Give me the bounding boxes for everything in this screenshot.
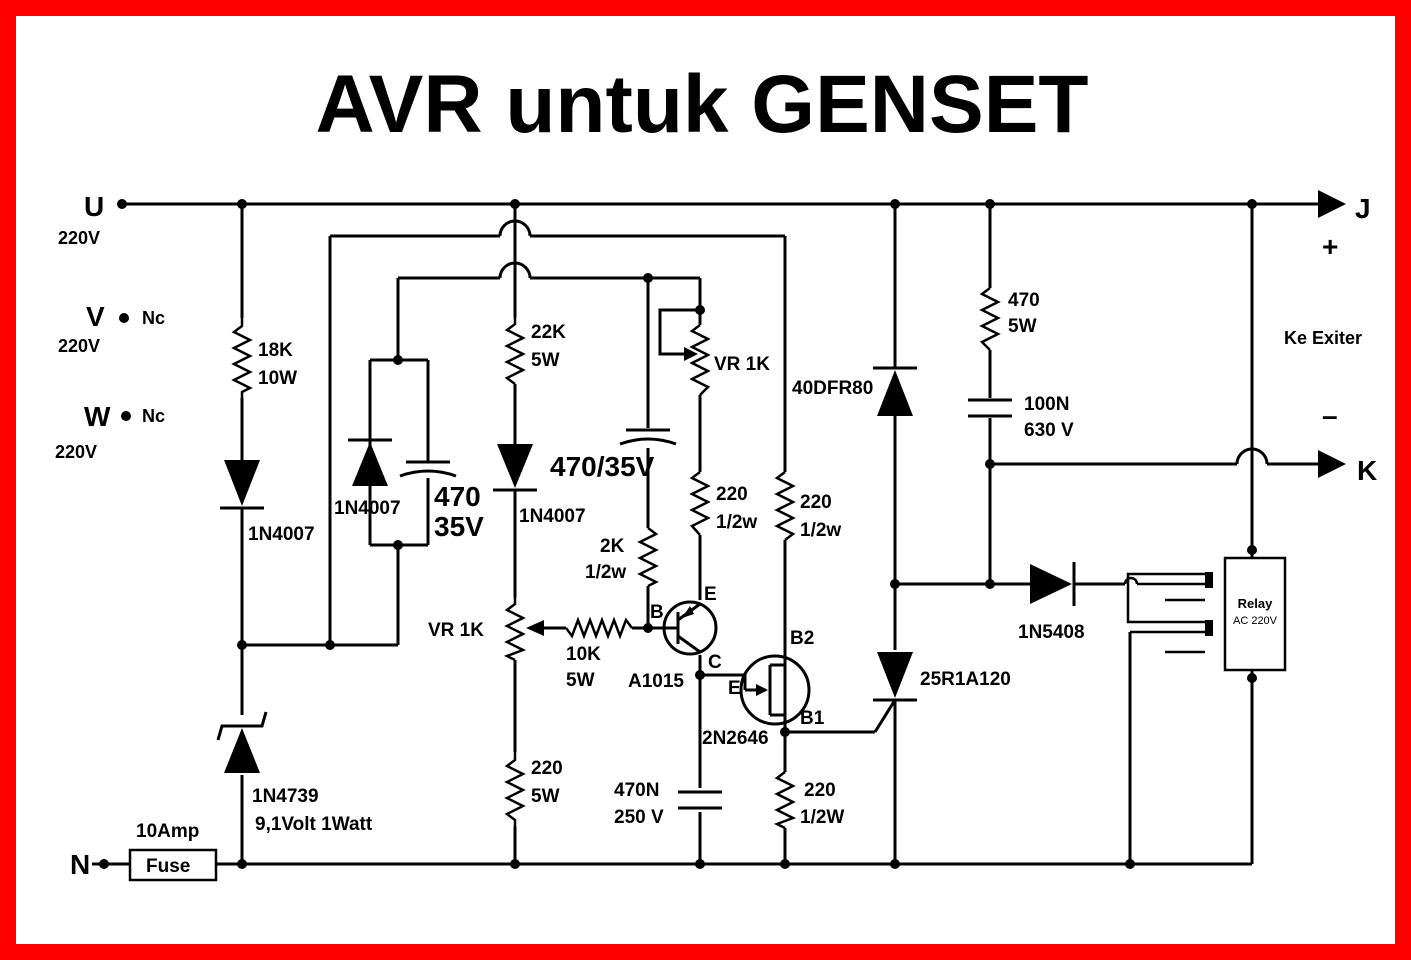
terminal-plus: + bbox=[1322, 231, 1338, 262]
resistor-18k bbox=[231, 318, 253, 398]
terminal-v-volt: 220V bbox=[58, 336, 100, 356]
c100n-volt: 630 V bbox=[1024, 420, 1074, 441]
resistor-2k bbox=[637, 527, 659, 588]
terminal-j: J bbox=[1355, 193, 1371, 224]
fuse-rating: 10Amp bbox=[136, 821, 199, 842]
r22k-power: 5W bbox=[531, 350, 560, 371]
r220b-value: 220 bbox=[800, 492, 832, 513]
zener-label: 1N4739 bbox=[252, 786, 319, 807]
r220c-value: 220 bbox=[804, 780, 836, 801]
c470n-value: 470N bbox=[614, 780, 659, 801]
r470-power: 5W bbox=[1008, 316, 1037, 337]
zener-spec: 9,1Volt 1Watt bbox=[255, 814, 373, 835]
resistor-220b bbox=[774, 471, 796, 541]
c470-volt: 35V bbox=[434, 511, 484, 542]
d5408-label: 1N5408 bbox=[1018, 622, 1085, 643]
d2-label: 1N4007 bbox=[334, 498, 401, 519]
relay-title: Relay bbox=[1238, 596, 1273, 611]
resistor-220a bbox=[689, 471, 711, 536]
cap-470-35v bbox=[399, 450, 457, 478]
wires bbox=[92, 202, 1322, 866]
r2k-power: 1/2w bbox=[585, 562, 626, 583]
terminal-w-nc: Nc bbox=[142, 406, 165, 426]
d1-label: 1N4007 bbox=[248, 524, 315, 545]
ujt-2n2646 bbox=[739, 650, 811, 732]
fuse bbox=[128, 848, 218, 882]
diode-1n4007-c bbox=[493, 444, 537, 492]
c470-35v-label: 470/35V bbox=[550, 451, 655, 482]
terminal-v: V bbox=[86, 301, 105, 332]
d40-label: 40DFR80 bbox=[792, 378, 873, 399]
arrow-j bbox=[1318, 190, 1346, 218]
fuse-label: Fuse bbox=[146, 856, 190, 877]
vr1k-top bbox=[684, 324, 711, 396]
resistor-220-5w bbox=[504, 752, 526, 826]
ujt-label: 2N2646 bbox=[702, 728, 769, 749]
page-title: AVR untuk GENSET bbox=[316, 59, 1089, 150]
c470n-volt: 250 V bbox=[614, 807, 664, 828]
resistor-470 bbox=[979, 287, 1001, 351]
junction-dots bbox=[99, 199, 1257, 869]
terminal-u-volt: 220V bbox=[58, 228, 100, 248]
r220c-power: 1/2W bbox=[800, 807, 844, 828]
r22k-value: 22K bbox=[531, 322, 566, 343]
q1-label: A1015 bbox=[628, 671, 684, 692]
diode-1n4007-b bbox=[348, 438, 392, 486]
ujt-e: E bbox=[728, 678, 741, 699]
diode-1n4007-a bbox=[220, 460, 264, 510]
terminal-w: W bbox=[84, 401, 111, 432]
arrow-k bbox=[1318, 450, 1346, 478]
c100n-value: 100N bbox=[1024, 394, 1069, 415]
resistor-10k bbox=[526, 616, 633, 640]
r470-value: 470 bbox=[1008, 290, 1040, 311]
terminal-v-nc: Nc bbox=[142, 308, 165, 328]
diode-40dfr80 bbox=[873, 366, 917, 416]
terminal-w-volt: 220V bbox=[55, 442, 97, 462]
terminal-u: U bbox=[84, 191, 104, 222]
resistor-220c bbox=[773, 771, 797, 830]
r220-5w-value: 220 bbox=[531, 758, 563, 779]
r2k-value: 2K bbox=[600, 536, 625, 557]
r220a-power: 1/2w bbox=[716, 512, 757, 533]
d3-label: 1N4007 bbox=[519, 506, 586, 527]
cap-470-35v-b bbox=[619, 428, 677, 446]
relay-box bbox=[1165, 556, 1287, 672]
q1-c: C bbox=[708, 652, 722, 673]
q1-b: B bbox=[650, 602, 664, 623]
ujt-b1: B1 bbox=[800, 708, 825, 729]
resistor-22k bbox=[504, 318, 526, 385]
zener-1n4739 bbox=[216, 711, 268, 773]
scr-label: 25R1A120 bbox=[920, 669, 1011, 690]
terminal-minus: – bbox=[1322, 400, 1338, 431]
r18k-value: 18K bbox=[258, 340, 293, 361]
cap-100n bbox=[968, 398, 1012, 418]
vr1k-left bbox=[503, 598, 527, 662]
terminal-n: N bbox=[70, 849, 90, 880]
r220a-value: 220 bbox=[716, 484, 748, 505]
r18k-power: 10W bbox=[258, 368, 297, 389]
r220b-power: 1/2w bbox=[800, 520, 841, 541]
ujt-b2: B2 bbox=[790, 628, 814, 649]
vr1k-top-label: VR 1K bbox=[714, 354, 770, 375]
vr1k-left-label: VR 1K bbox=[428, 620, 484, 641]
transistor-a1015 bbox=[662, 600, 718, 656]
relay-rating: AC 220V bbox=[1233, 615, 1278, 627]
r10k-power: 5W bbox=[566, 670, 595, 691]
q1-e: E bbox=[704, 584, 717, 605]
cap-470n bbox=[678, 790, 722, 810]
exciter-label: Ke Exiter bbox=[1284, 328, 1362, 348]
terminal-k: K bbox=[1357, 455, 1377, 486]
scr-25r1a120 bbox=[873, 652, 917, 733]
r10k-value: 10K bbox=[566, 644, 601, 665]
r220-5w-power: 5W bbox=[531, 786, 560, 807]
c470-value: 470 bbox=[434, 481, 481, 512]
diode-1n5408 bbox=[1030, 562, 1076, 606]
